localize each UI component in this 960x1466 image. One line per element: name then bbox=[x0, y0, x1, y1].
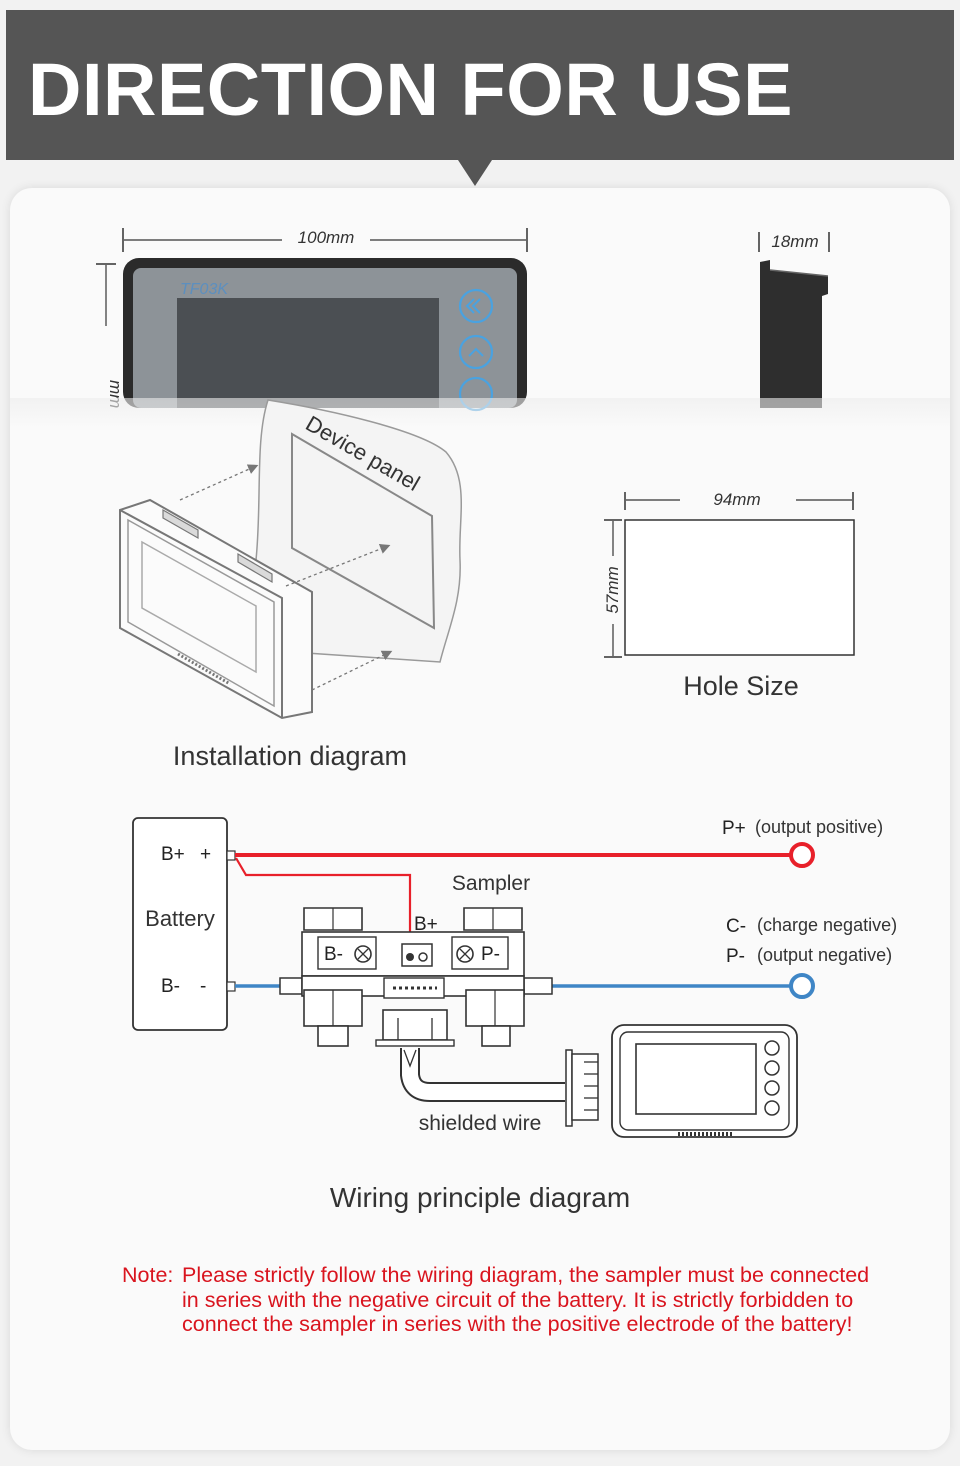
display-meter bbox=[611, 1024, 798, 1138]
battery-negative-label: B- bbox=[161, 976, 180, 997]
p-minus-symbol: P- bbox=[726, 946, 745, 967]
meter-button-icon bbox=[764, 1100, 780, 1116]
side-dimension: 18mm bbox=[758, 232, 830, 252]
installation-caption: Installation diagram bbox=[173, 741, 407, 771]
header-banner: DIRECTION FOR USE bbox=[6, 10, 954, 160]
positive-wire bbox=[235, 842, 815, 948]
hole-rectangle bbox=[624, 519, 855, 656]
device-isometric-body bbox=[119, 498, 313, 720]
meter-button-icon bbox=[764, 1040, 780, 1056]
c-minus-desc: (charge negative) bbox=[757, 915, 897, 935]
sampler-pminus-label: P- bbox=[481, 944, 500, 965]
meter-button-icon bbox=[764, 1060, 780, 1076]
page-title: DIRECTION FOR USE bbox=[28, 48, 793, 131]
sampler-bplus-label: B+ bbox=[414, 914, 438, 935]
battery-negative-sign: - bbox=[200, 976, 206, 997]
battery-positive-sign: + bbox=[200, 844, 211, 865]
output-positive-terminal-icon bbox=[789, 842, 815, 868]
hole-size-diagram: 94mm 57mm Hole Size bbox=[603, 490, 855, 701]
wiring-caption: Wiring principle diagram bbox=[330, 1182, 630, 1213]
bminus-screw-icon bbox=[354, 945, 372, 963]
output-negative-terminal-icon bbox=[789, 973, 815, 999]
note-text: Please strictly follow the wiring diagra… bbox=[182, 1263, 870, 1336]
hole-caption: Hole Size bbox=[683, 671, 799, 701]
device-side-view bbox=[760, 260, 829, 408]
header-pointer bbox=[458, 160, 492, 186]
meter-screen bbox=[635, 1043, 757, 1115]
p-plus-symbol: P+ bbox=[722, 818, 746, 839]
front-width-label: 100mm bbox=[298, 228, 355, 247]
device-front-view: TF03K bbox=[123, 258, 527, 412]
installation-diagram: Device panel Installation diagram bbox=[119, 399, 463, 771]
p-plus-desc: (output positive) bbox=[755, 817, 883, 837]
note-label: Note: bbox=[122, 1263, 174, 1287]
sampler-bminus-label: B- bbox=[324, 944, 343, 965]
side-depth-label: 18mm bbox=[771, 232, 818, 251]
battery-label: Battery bbox=[145, 906, 215, 931]
hole-height-label: 57mm bbox=[603, 566, 622, 613]
shielded-wire-label: shielded wire bbox=[419, 1112, 542, 1135]
device-brand-label: TF03K bbox=[180, 281, 229, 298]
shielded-wire-cable: shielded wire bbox=[400, 1048, 599, 1135]
p-minus-desc: (output negative) bbox=[757, 945, 892, 965]
section-divider bbox=[10, 398, 950, 428]
sampler-shunt: Sampler B- P- B+ bbox=[279, 872, 553, 1047]
panel-cutout bbox=[291, 432, 436, 630]
back-button-icon bbox=[458, 288, 494, 324]
up-button-icon bbox=[458, 334, 494, 370]
pminus-screw-icon bbox=[456, 945, 474, 963]
c-minus-symbol: C- bbox=[726, 916, 746, 937]
sampler-label: Sampler bbox=[452, 872, 530, 895]
hole-width-label: 94mm bbox=[713, 490, 760, 509]
negative-wire bbox=[235, 973, 815, 999]
wiring-diagram: B+ + Battery B- - P+ (output positive) C… bbox=[132, 817, 897, 1213]
battery-positive-label: B+ bbox=[161, 844, 185, 865]
battery-box bbox=[132, 817, 228, 1031]
meter-button-icon bbox=[764, 1080, 780, 1096]
